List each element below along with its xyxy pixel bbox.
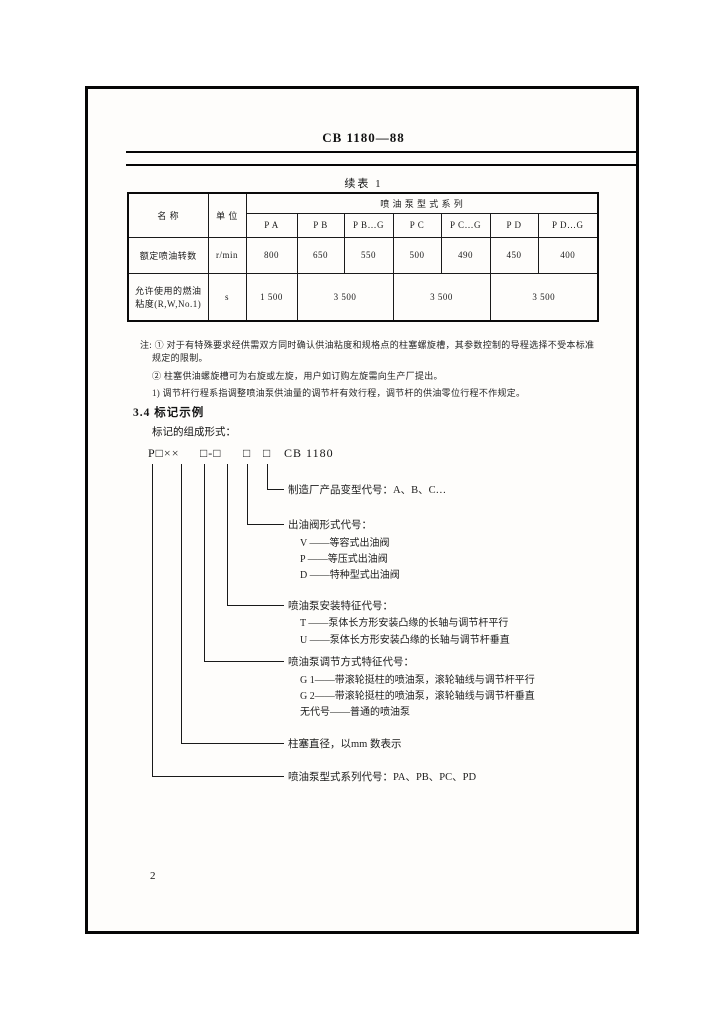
doc-number: CB 1180—88	[322, 130, 405, 145]
col-header-pd: P D	[489, 212, 539, 238]
connector-plunger-hline	[181, 743, 284, 744]
code-segment-valve: □	[243, 446, 252, 460]
table-note-3: 1) 调节杆行程系指调整喷油泵供油量的调节杆有效行程，调节杆的供油零位行程不作规…	[152, 388, 526, 398]
table-row: 允许使用的燃油粘度(R,W,No.1) s 1 500 3 500 3 500 …	[127, 272, 599, 322]
label-adjust-item-g2: G 2——带滚轮挺柱的喷油泵，滚轮轴线与调节杆垂直	[300, 691, 535, 702]
table-note-1-cont: 规定的限制。	[152, 353, 208, 363]
label-valve-item-d: D ——特种型式出油阀	[300, 570, 400, 581]
table-row: 额定喷油转数 r/min 800 650 550 500 490 450 400	[127, 236, 599, 274]
col-header-unit: 单 位	[207, 192, 247, 238]
col-header-pa: P A	[245, 212, 298, 238]
col-header-name: 名 称	[127, 192, 209, 238]
row1-name: 额定喷油转数	[127, 236, 209, 274]
series-header: 喷 油 泵 型 式 系 列	[245, 192, 599, 214]
row2-value-pd-group: 3 500	[489, 272, 599, 322]
label-adjust-item-none: 无代号——普通的喷油泵	[300, 707, 410, 718]
connector-variant-hline	[267, 489, 284, 490]
col-header-pc: P C	[392, 212, 442, 238]
col-header-pb: P B	[296, 212, 345, 238]
connector-mount-hline	[227, 605, 284, 606]
table-note-1: 注: ① 对于有特殊要求经供需双方同时确认供油粘度和规格点的柱塞螺旋槽，其参数控…	[140, 340, 595, 350]
row1-value-pd: 450	[489, 236, 539, 274]
row1-value-pcg: 490	[440, 236, 491, 274]
code-segment-adjust-mount: □-□	[200, 446, 222, 460]
table-note-2: ② 柱塞供油螺旋槽可为右旋或左旋，用户如订购左旋需向生产厂提出。	[152, 371, 443, 381]
label-valve-item-p: P ——等压式出油阀	[300, 554, 388, 565]
row1-value-pdg: 400	[537, 236, 599, 274]
col-header-pcg: P C…G	[440, 212, 491, 238]
label-series-code: 喷油泵型式系列代号：PA、PB、PC、PD	[288, 772, 477, 783]
page-number: 2	[150, 870, 156, 882]
connector-variant-vline	[267, 464, 268, 489]
connector-series-vline	[152, 464, 153, 776]
spec-table-wrapper: 名 称 单 位 喷 油 泵 型 式 系 列 P A P B P B…G P C …	[127, 192, 599, 322]
table-title: 续表 1	[344, 178, 383, 190]
row1-value-pb: 650	[296, 236, 345, 274]
row2-unit: s	[207, 272, 247, 322]
col-header-pbg: P B…G	[343, 212, 394, 238]
spec-table: 名 称 单 位 喷 油 泵 型 式 系 列 P A P B P B…G P C …	[127, 192, 599, 322]
label-mount-item-u: U ——泵体长方形安装凸缘的长轴与调节杆垂直	[300, 635, 510, 646]
code-segment-variant: □	[263, 446, 272, 460]
row1-value-pbg: 550	[343, 236, 394, 274]
row2-name: 允许使用的燃油粘度(R,W,No.1)	[127, 272, 209, 322]
row2-value-pc-group: 3 500	[392, 272, 491, 322]
connector-adjust-hline	[204, 661, 284, 662]
label-variant-code: 制造厂产品变型代号：A、B、C…	[288, 485, 447, 496]
connector-mount-vline	[227, 464, 228, 605]
header-rule-bottom	[126, 164, 637, 166]
row1-value-pa: 800	[245, 236, 298, 274]
col-header-pdg: P D…G	[537, 212, 599, 238]
section-subtitle: 标记的组成形式：	[152, 427, 236, 438]
connector-series-hline	[152, 776, 284, 777]
connector-plunger-vline	[181, 464, 182, 743]
code-segment-series: P□××	[148, 446, 180, 460]
connector-valve-vline	[247, 464, 248, 524]
row2-value-pb-group: 3 500	[296, 272, 394, 322]
row2-value-pa: 1 500	[245, 272, 298, 322]
code-segment-standard: CB 1180	[284, 446, 334, 460]
row1-unit: r/min	[207, 236, 247, 274]
connector-valve-hline	[247, 524, 284, 525]
label-valve-item-v: V ——等容式出油阀	[300, 538, 390, 549]
connector-adjust-vline	[204, 464, 205, 661]
label-adjust-code: 喷油泵调节方式特征代号：	[288, 657, 414, 668]
label-mount-item-t: T ——泵体长方形安装凸缘的长轴与调节杆平行	[300, 618, 509, 629]
row1-value-pc: 500	[392, 236, 442, 274]
label-adjust-item-g1: G 1——带滚轮挺柱的喷油泵，滚轮轴线与调节杆平行	[300, 675, 535, 686]
header-rule-top	[126, 151, 637, 153]
label-plunger-diameter: 柱塞直径，以mm 数表示	[288, 739, 402, 750]
section-heading: 3.4 标记示例	[133, 407, 205, 419]
label-mount-code: 喷油泵安装特征代号：	[288, 601, 393, 612]
label-valve-code: 出油阀形式代号：	[288, 520, 372, 531]
